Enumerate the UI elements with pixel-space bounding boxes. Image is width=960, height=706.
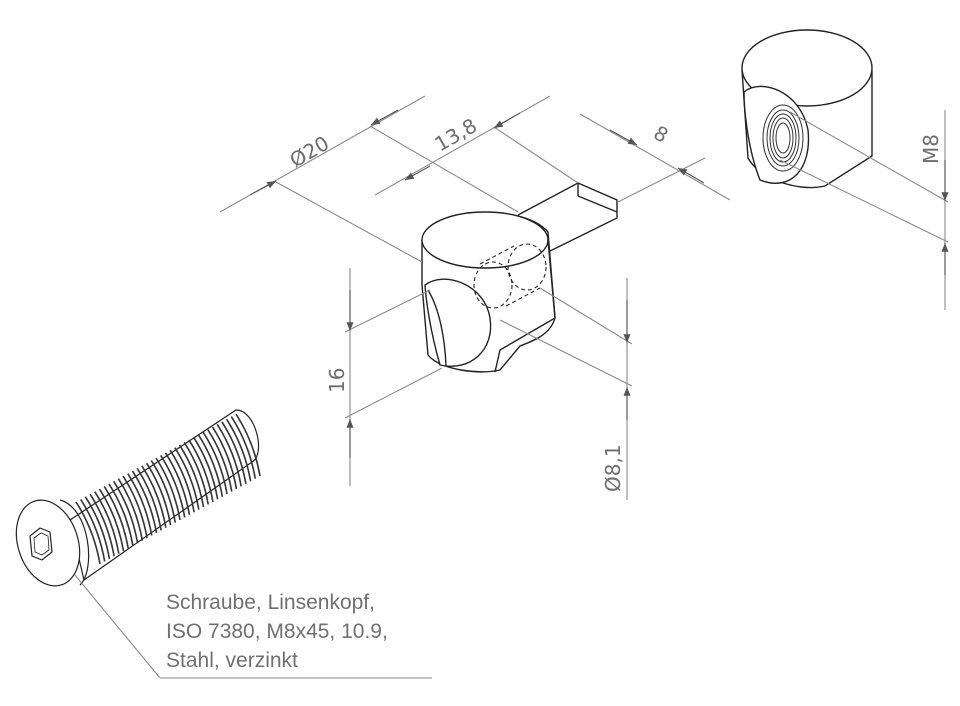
thread-line	[202, 431, 228, 495]
dim-height: 16	[325, 368, 349, 393]
thread-line	[98, 488, 125, 552]
dimension-lines	[74, 95, 949, 679]
dim-thread: M8	[919, 134, 943, 164]
thread-line	[169, 449, 195, 513]
thread-line	[145, 462, 172, 526]
thread-line	[150, 460, 177, 523]
thread-line	[192, 436, 219, 500]
thread-line	[103, 486, 130, 549]
threaded-part	[741, 29, 873, 189]
thread-line	[108, 483, 134, 547]
thread-line	[136, 467, 162, 531]
main-part	[421, 182, 618, 373]
thread-line	[235, 413, 261, 477]
thread-line	[164, 452, 191, 515]
thread-line	[141, 465, 167, 528]
thread-line	[112, 480, 139, 544]
callout-line-2: ISO 7380, M8x45, 10.9,	[166, 620, 388, 643]
thread-line	[131, 470, 158, 534]
thread-line	[94, 491, 120, 554]
screw-callout: Schraube, Linsenkopf, ISO 7380, M8x45, 1…	[166, 588, 388, 675]
thread-line	[178, 444, 205, 508]
thread-line	[207, 429, 233, 492]
thread-line	[183, 442, 210, 505]
thread-line	[127, 473, 153, 536]
thread-line	[122, 475, 148, 539]
thread-line	[174, 447, 200, 510]
thread-line	[230, 416, 257, 479]
dim-diameter-body: Ø20	[286, 131, 334, 172]
callout-line-1: Schraube, Linsenkopf,	[166, 591, 375, 614]
thread-line	[89, 493, 115, 557]
thread-line	[197, 434, 224, 497]
dim-bore-diameter: Ø8,1	[601, 444, 625, 492]
thread-line	[84, 496, 111, 559]
thread-line	[160, 454, 186, 518]
thread-line	[221, 421, 247, 484]
thread-line	[80, 498, 106, 562]
thread-line	[155, 457, 181, 521]
callout-line-3: Stahl, verzinkt	[166, 649, 298, 672]
thread-line	[75, 501, 101, 565]
screw	[15, 409, 261, 587]
thread-line	[225, 418, 252, 482]
dim-pin-width: 8	[650, 121, 673, 148]
thread-line	[117, 478, 144, 541]
thread-line	[211, 426, 238, 490]
thread-line	[216, 423, 242, 487]
screw-threads	[75, 413, 261, 565]
thread-line	[188, 439, 214, 503]
